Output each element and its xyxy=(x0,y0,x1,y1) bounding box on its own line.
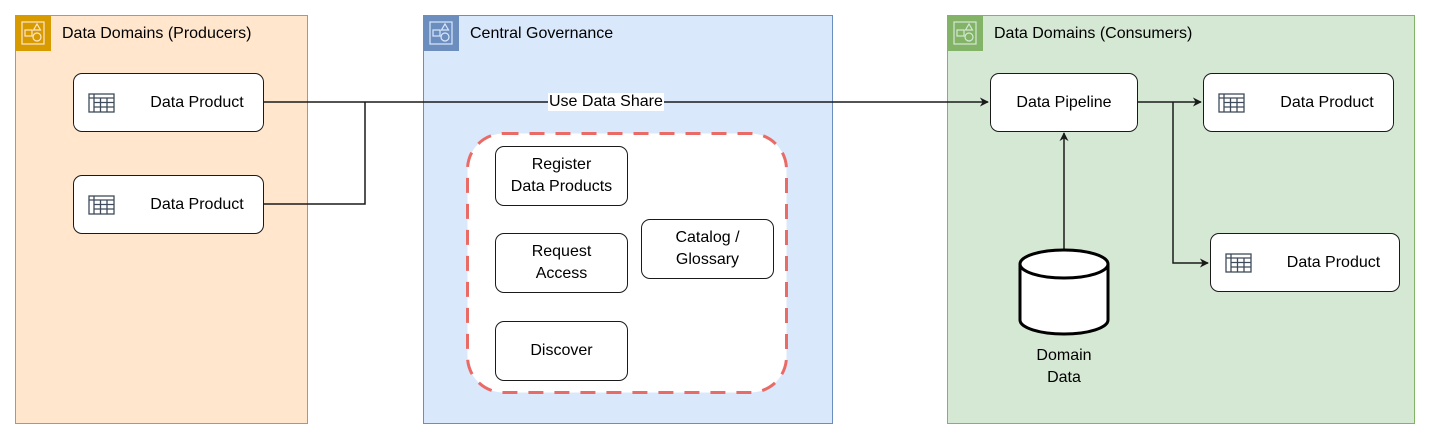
catalog-glossary-label: Catalog / Glossary xyxy=(675,229,740,268)
request-access-label: Request Access xyxy=(531,243,592,282)
table-icon xyxy=(88,92,115,113)
data-product-label: Data Product xyxy=(1280,93,1374,111)
register-data-products-label: Register Data Products xyxy=(510,156,613,195)
data-product-label: Data Product xyxy=(150,195,244,213)
data-pipeline-label: Data Pipeline xyxy=(1016,93,1112,111)
consumers-group-title: Data Domains (Consumers) xyxy=(994,25,1193,42)
table-icon xyxy=(1218,92,1245,113)
data-pipeline-node[interactable]: Data Pipeline xyxy=(990,73,1138,132)
domain-data-label: Domain Data xyxy=(1036,347,1092,386)
discover-label: Discover xyxy=(530,342,593,359)
edge-producer2-join xyxy=(263,102,366,205)
table-icon xyxy=(88,194,115,215)
edge-pipeline-to-product-bottom xyxy=(1172,102,1209,268)
table-icon xyxy=(1225,252,1252,273)
catalog-glossary-node[interactable]: Catalog / Glossary xyxy=(641,219,774,279)
data-product-label: Data Product xyxy=(1286,253,1381,271)
use-data-share-label: Use Data Share xyxy=(548,93,664,111)
consumer-data-product[interactable]: Data Product xyxy=(1203,73,1394,132)
consumer-data-product[interactable]: Data Product xyxy=(1210,233,1400,292)
shapes-group-icon xyxy=(15,15,51,51)
producers-group-title: Data Domains (Producers) xyxy=(62,25,252,42)
data-product-label: Data Product xyxy=(150,93,244,111)
register-data-products-node[interactable]: Register Data Products xyxy=(495,146,628,206)
shapes-group-icon xyxy=(947,15,983,51)
request-access-node[interactable]: Request Access xyxy=(495,233,628,293)
governance-group-title: Central Governance xyxy=(470,25,614,42)
discover-node[interactable]: Discover xyxy=(495,321,628,381)
database-cylinder-icon[interactable] xyxy=(1018,246,1110,338)
producer-data-product[interactable]: Data Product xyxy=(73,175,264,234)
producer-data-product[interactable]: Data Product xyxy=(73,73,264,132)
shapes-group-icon xyxy=(423,15,459,51)
